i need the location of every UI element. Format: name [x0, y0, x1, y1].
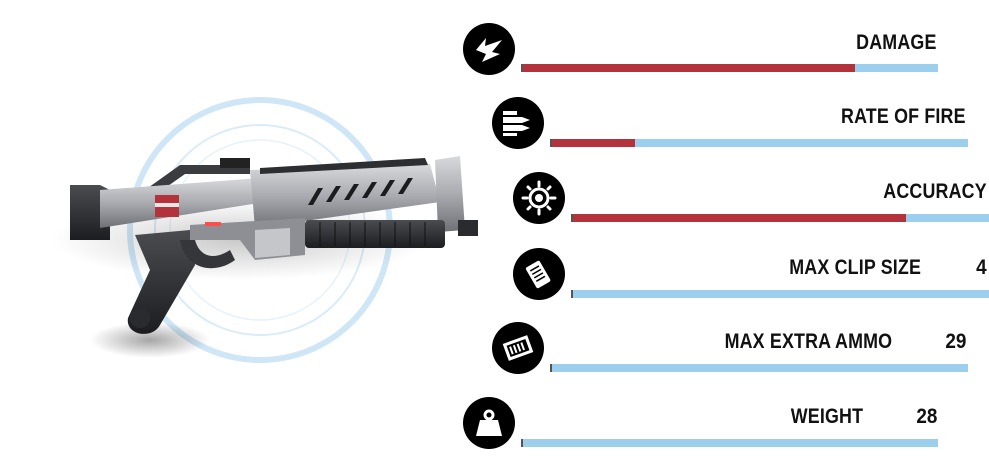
stat-bar-rate-of-fire [550, 139, 968, 147]
stat-bar-max-extra-ammo [550, 364, 968, 372]
ammo-box-icon [492, 322, 544, 374]
stat-bar-weight [521, 439, 938, 447]
stat-row-accuracy: ACCURACY [513, 172, 989, 236]
stat-row-damage: DAMAGE [463, 23, 943, 87]
damage-icon [463, 23, 515, 75]
stat-label-rate-of-fire: RATE OF FIRE [841, 105, 966, 128]
shotgun-weapon-art [50, 97, 478, 363]
stat-row-max-clip-size: MAX CLIP SIZE 4 [513, 248, 989, 312]
accuracy-icon [513, 172, 565, 224]
stat-row-rate-of-fire: RATE OF FIRE [492, 97, 972, 161]
stat-bar-fill-damage [523, 64, 855, 72]
stat-bar-fill-accuracy [573, 214, 906, 222]
rate-of-fire-icon [492, 97, 544, 149]
stat-label-weight: WEIGHT [790, 405, 863, 428]
stat-row-max-extra-ammo: MAX EXTRA AMMO 29 [492, 322, 972, 386]
stat-label-damage: DAMAGE [856, 31, 937, 54]
weight-icon [463, 397, 515, 449]
stat-bar-accuracy [571, 214, 989, 222]
stat-bar-fill-rate-of-fire [552, 139, 636, 147]
clip-icon [513, 248, 565, 300]
stat-bar-max-clip-size [571, 290, 989, 298]
stat-value-max-extra-ammo: 29 [944, 330, 966, 353]
stat-row-weight: WEIGHT 28 [463, 397, 943, 461]
stat-value-max-clip-size: 4 [976, 256, 987, 279]
stat-value-weight: 28 [915, 405, 937, 428]
stat-label-accuracy: ACCURACY [883, 180, 987, 203]
stat-label-max-clip-size: MAX CLIP SIZE [789, 256, 921, 279]
stat-bar-damage [521, 64, 938, 72]
stat-label-max-extra-ammo: MAX EXTRA AMMO [724, 330, 892, 353]
